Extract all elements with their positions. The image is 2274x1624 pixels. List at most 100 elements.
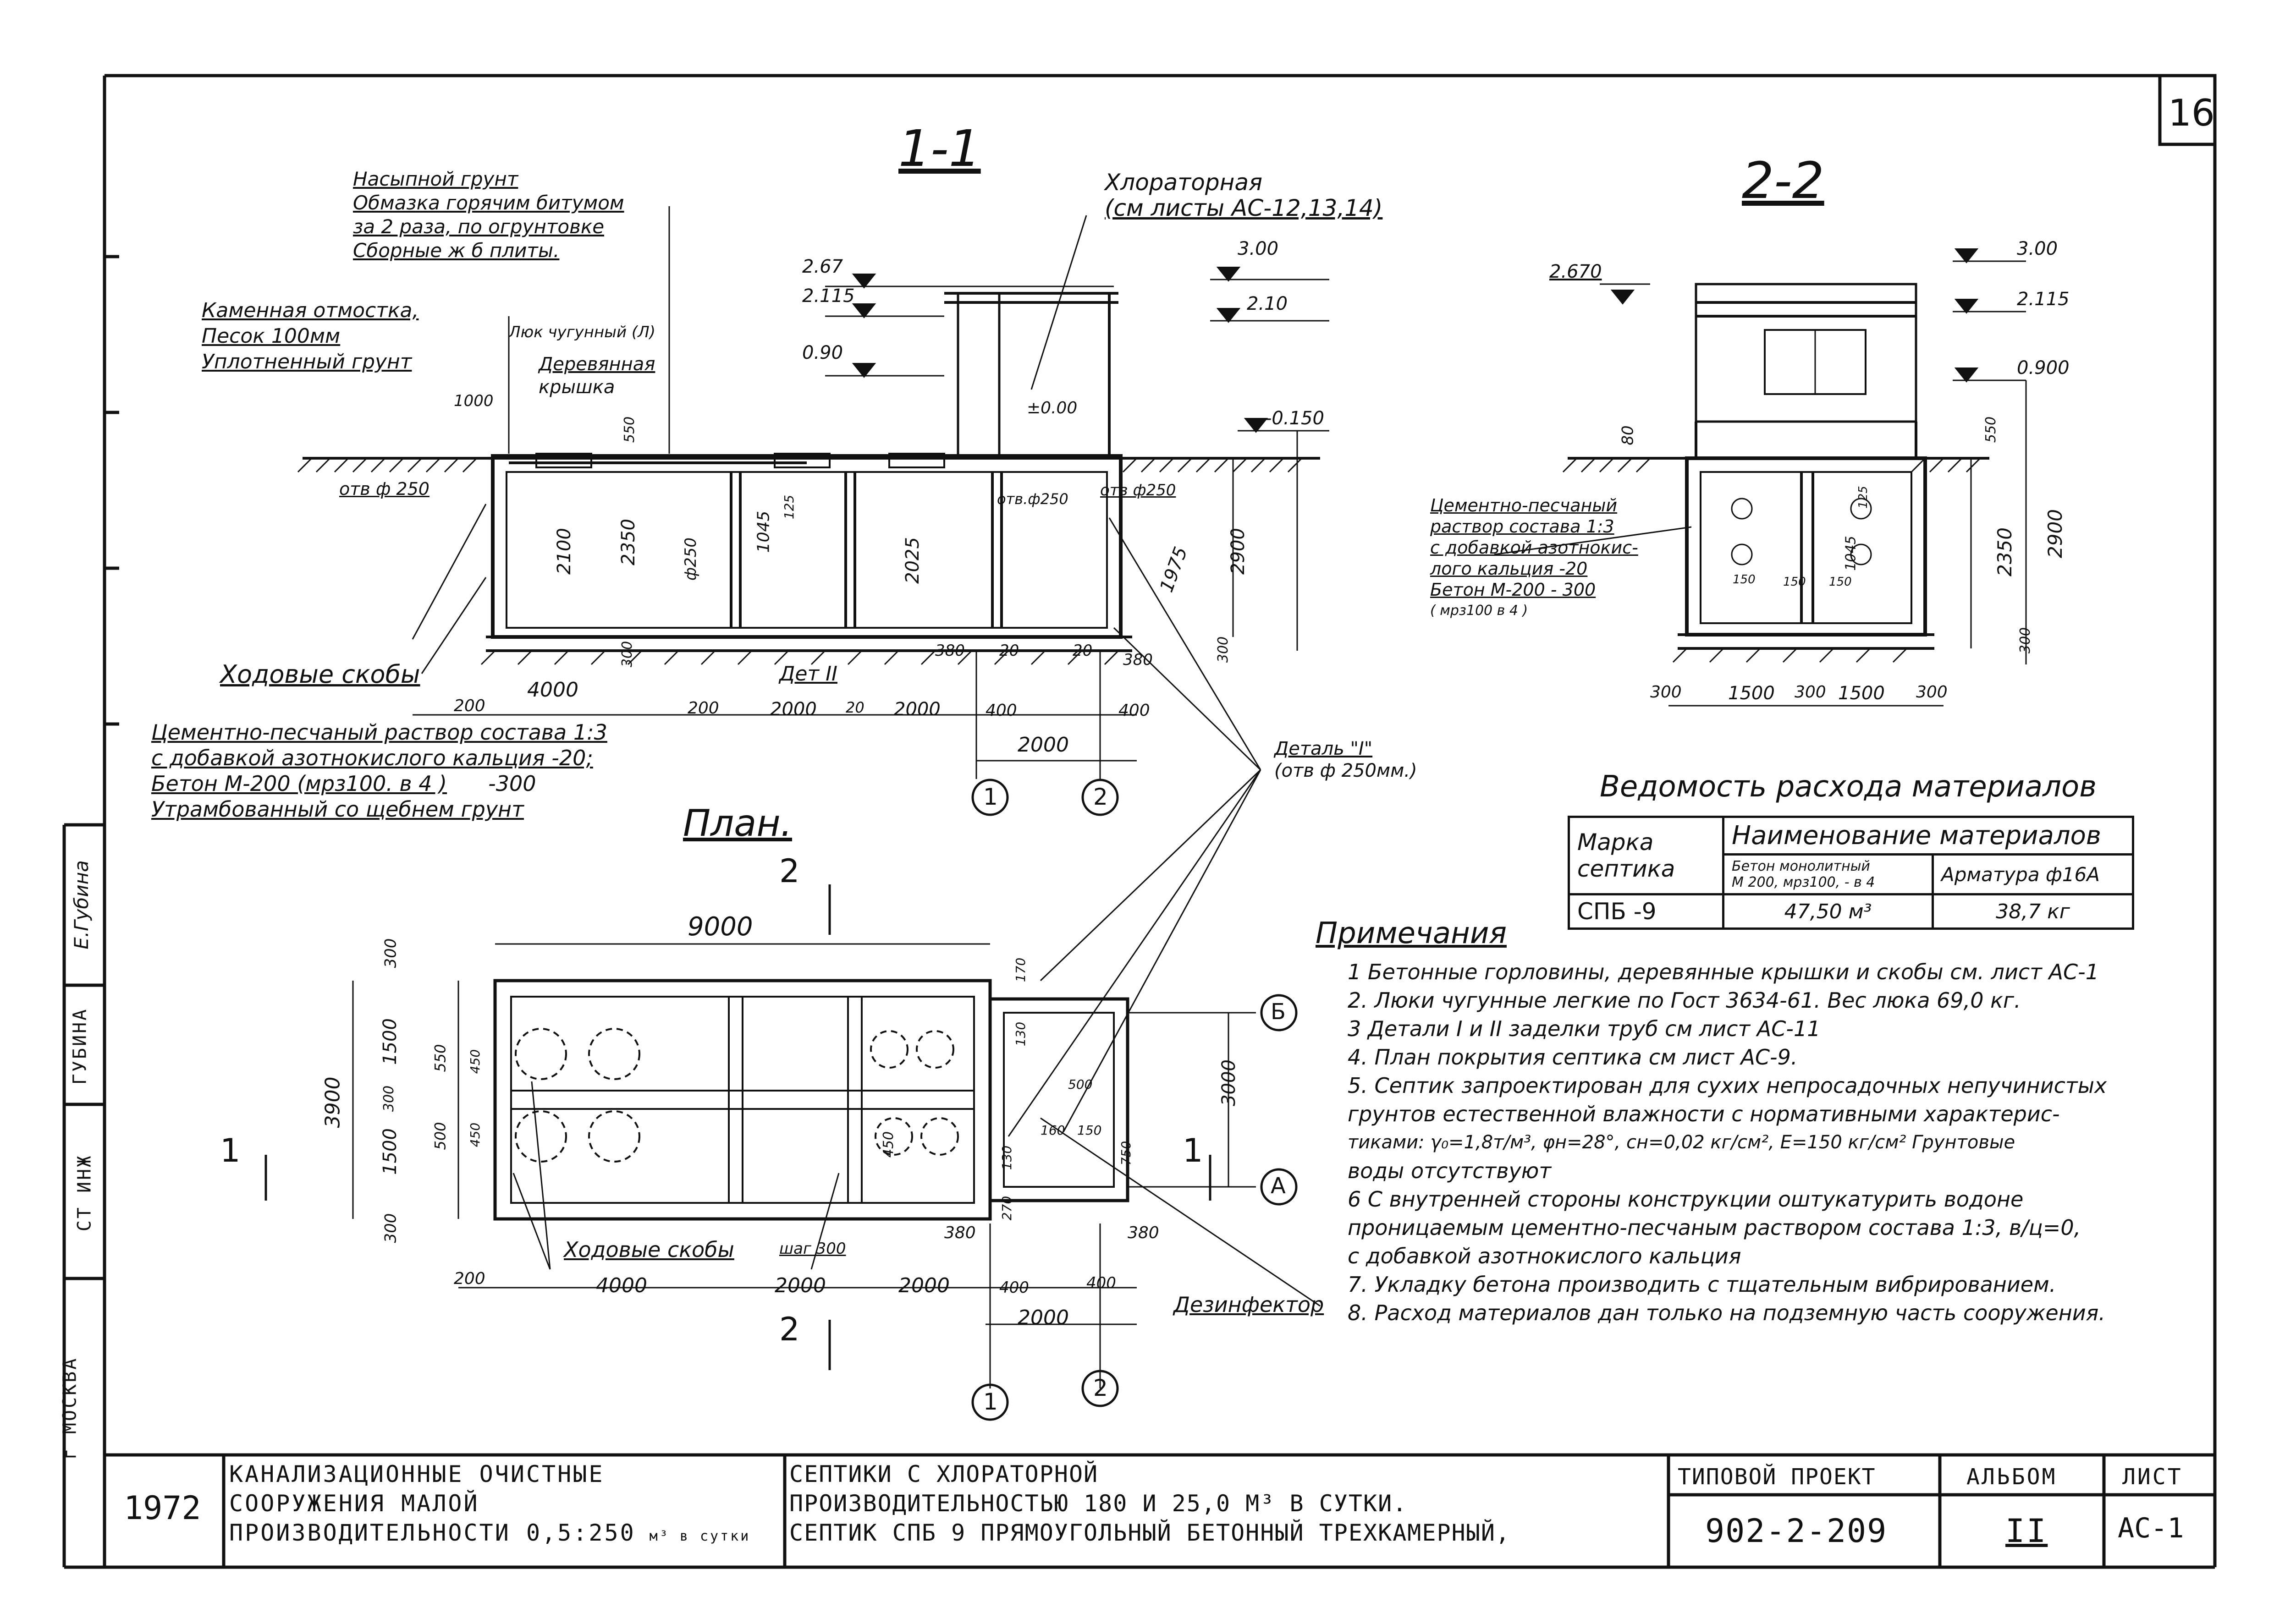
layer-label: Обмазка горячим битумом: [353, 192, 624, 214]
dim-label: 380: [935, 642, 965, 660]
concrete-note: Бетон М-200 (мрз100. в 4 ): [151, 771, 447, 796]
dim-label: 400: [1118, 701, 1150, 720]
hole-label: отв ф 250: [339, 479, 429, 499]
dim-label: 200: [688, 699, 719, 718]
dim-label: 160: [1041, 1123, 1065, 1138]
mortar-note: Цементно-песчаный раствор состава 1:3: [151, 720, 607, 745]
side-stamp-signature: Е.Губина: [70, 860, 93, 949]
note-line: проницаемым цементно-песчаным раствором …: [1348, 1215, 2081, 1240]
dim-label: 1500: [1838, 683, 1885, 704]
dim-label: 4000: [527, 678, 578, 702]
dim-label: 130: [1013, 1021, 1029, 1047]
layer-label: за 2 раза, по огрунтовке: [353, 215, 605, 238]
cut-label: 1: [220, 1132, 241, 1169]
detail-2-label: Дет II: [779, 662, 838, 686]
materials-table-title: Ведомость расхода материалов: [1600, 770, 2097, 804]
layer-label: Сборные ж б плиты.: [353, 239, 560, 262]
dim-label: 300: [1916, 683, 1948, 702]
dim-label: 20: [1073, 642, 1093, 660]
level-mark: -0.150: [1265, 408, 1324, 429]
dim-label: 1000: [454, 392, 494, 410]
s22-note: лого кальция -20: [1430, 559, 1588, 579]
axis-b-label: Б: [1271, 999, 1286, 1025]
wooden-cover-label: Деревянная: [539, 354, 655, 375]
dim-label: 380: [944, 1223, 976, 1242]
dim-label: 2000: [1018, 733, 1069, 757]
detail-callout-hole: (отв ф 250мм.): [1274, 760, 1417, 781]
paving-label: Каменная отмостка,: [202, 299, 419, 322]
dim-label: 450: [468, 1122, 483, 1147]
dim-label: 450: [468, 1049, 483, 1074]
table-cell-rebar: 38,7 кг: [1932, 893, 2134, 930]
dim-label: 150: [1829, 575, 1852, 589]
col-concrete-header: Бетон монолитный: [1732, 858, 1870, 874]
title-desc: СЕПТИК СПБ 9 ПРЯМОУГОЛЬНЫЙ БЕТОННЫЙ ТРЕХ…: [789, 1520, 1511, 1546]
level-mark: 3.00: [1238, 238, 1279, 259]
s22-note: с добавкой азотнокис-: [1430, 538, 1638, 558]
note-line: грунтов естественной влажности с нормати…: [1348, 1102, 2060, 1126]
section-2-2-title: 2-2: [1742, 151, 1824, 210]
note-line: 6 С внутренней стороны конструкции оштук…: [1348, 1187, 2024, 1212]
level-mark: 0.90: [802, 342, 843, 363]
note-line: 4. План покрытия септика см лист АС-9.: [1348, 1045, 1798, 1070]
dim-label: 200: [454, 1269, 485, 1288]
side-stamp-city: г МОСКВА: [59, 1356, 81, 1460]
title-desc: ПРОИЗВОДИТЕЛЬНОСТЬЮ 180 И 25,0 М³ В СУТК…: [789, 1490, 1408, 1517]
dim-label: 1500: [1728, 683, 1775, 704]
dim-label: 380: [1128, 1223, 1159, 1242]
title-album: II: [2005, 1512, 2048, 1550]
hole-label-3: отв ф250: [1100, 481, 1176, 499]
note-line: тиками: γ₀=1,8т/м³, φн=28°, сн=0,02 кг/с…: [1348, 1132, 2015, 1153]
chlorinator-label: Хлораторная: [1105, 169, 1263, 196]
note-line: 5. Септик запроектирован для сухих непро…: [1348, 1073, 2107, 1098]
dim-label: 1500: [379, 1018, 401, 1065]
dim-label: 2000: [898, 1274, 950, 1297]
dim-label: 150: [1733, 573, 1756, 587]
dim-label: 150: [1077, 1123, 1102, 1138]
dim-label: 1500: [379, 1128, 401, 1175]
title-project-number: 902-2-209: [1705, 1512, 1888, 1550]
level-mark: ±0.00: [1027, 399, 1078, 417]
title-sheet-label: ЛИСТ: [2122, 1464, 2183, 1490]
paving-label: Песок 100мм: [202, 324, 341, 348]
dim-label: 400: [1086, 1274, 1116, 1292]
dim-label: 300: [1795, 683, 1826, 702]
col-mark-header: септика: [1577, 856, 1675, 882]
dim-label: 2000: [894, 699, 941, 720]
materials-table: Марка септика Наименование материалов Бе…: [1568, 816, 2134, 930]
title-org: ПРОИЗВОДИТЕЛЬНОСТИ 0,5:250: [229, 1520, 636, 1546]
axis-1-label: 1: [983, 784, 998, 810]
plan-step-pitch: шаг 300: [779, 1240, 846, 1258]
dim-label: 400: [999, 1278, 1029, 1297]
col-mark-header: Марка: [1577, 829, 1654, 856]
s22-note: раствор состава 1:3: [1430, 516, 1614, 537]
level-mark: 2.67: [802, 256, 843, 277]
dim-label: 3000: [1218, 1059, 1239, 1106]
wooden-cover-label: крышка: [539, 377, 615, 398]
note-line: 3 Детали I и II заделки труб см лист АС-…: [1348, 1016, 1821, 1041]
title-year: 1972: [124, 1489, 201, 1527]
disinfector-label: Дезинфектор: [1173, 1292, 1324, 1317]
note-line: с добавкой азотнокислого кальция: [1348, 1244, 1741, 1268]
s22-note: Цементно-песчаный: [1430, 495, 1618, 516]
hole-label-2: отв.ф250: [997, 490, 1068, 508]
concrete-thickness: -300: [488, 771, 536, 796]
dim-label: 500: [1068, 1077, 1093, 1092]
paving-label: Уплотненный грунт: [202, 350, 412, 373]
cut-label: 2: [779, 852, 800, 890]
layer-label: Насыпной грунт: [353, 168, 518, 190]
dim-label: 300: [381, 938, 400, 968]
steps-label: Ходовые скобы: [220, 660, 420, 689]
note-line: 8. Расход материалов дан только на подзе…: [1348, 1300, 2105, 1325]
soil-note: Утрамбованный со щебнем грунт: [151, 797, 524, 822]
dim-label: 500: [431, 1122, 449, 1150]
table-cell-concrete: 47,50 м³: [1722, 893, 1934, 930]
dim-label: 2000: [1018, 1306, 1069, 1329]
side-stamp-role: СТ ИНЖ: [74, 1154, 95, 1232]
table-cell-mark: СПБ -9: [1568, 893, 1724, 930]
sheet-number: 16: [2168, 92, 2215, 134]
cut-label: 2: [779, 1311, 800, 1348]
